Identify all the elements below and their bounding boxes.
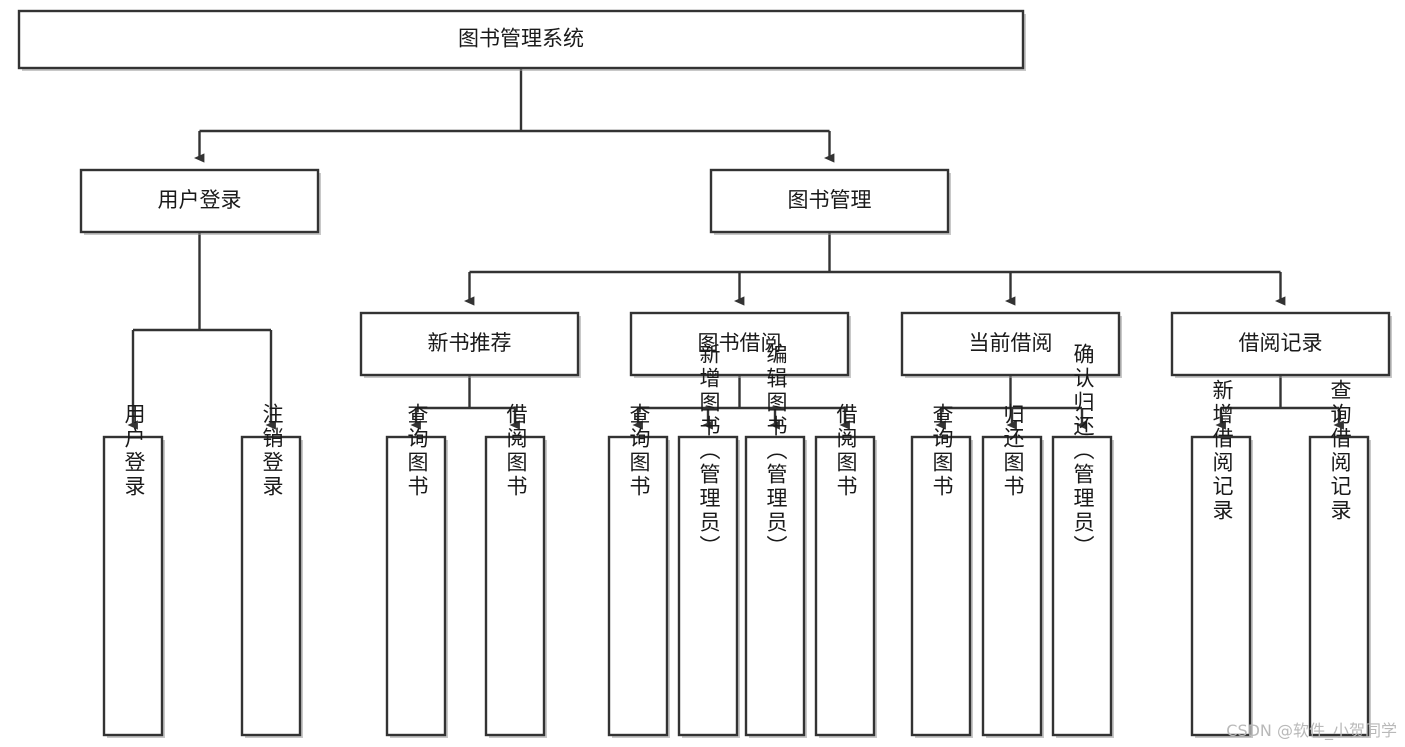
- node-user-login-login[interactable]: 用户登录: [102, 403, 165, 738]
- node-current-borrow[interactable]: 当前借阅: [900, 311, 1122, 378]
- node-rect[interactable]: [744, 435, 806, 737]
- node-label: 用户登录: [122, 403, 146, 499]
- watermark-text: CSDN @软件_小贺同学: [1226, 721, 1397, 740]
- node-rect[interactable]: [814, 435, 876, 737]
- node-label: 新增图书（管理员）: [697, 343, 721, 559]
- node-record-add-record[interactable]: 新增借阅记录: [1190, 379, 1253, 738]
- node-label: 借阅记录: [1239, 331, 1323, 355]
- node-book-borrow[interactable]: 图书借阅: [629, 311, 851, 378]
- node-label: 查询图书: [627, 403, 651, 499]
- node-recommend-borrow-book[interactable]: 借阅图书: [484, 403, 547, 738]
- node-rect[interactable]: [385, 435, 447, 737]
- node-borrow-edit-book[interactable]: 编辑图书（管理员）: [744, 343, 807, 738]
- node-rect[interactable]: [79, 168, 320, 234]
- node-user-login[interactable]: 用户登录: [79, 168, 321, 235]
- node-rect[interactable]: [981, 435, 1043, 737]
- edge-layer: [127, 68, 1344, 430]
- node-borrow-query-book[interactable]: 查询图书: [607, 403, 670, 738]
- node-rect[interactable]: [1170, 311, 1391, 377]
- node-rect[interactable]: [484, 435, 546, 737]
- node-label: 新书推荐: [428, 331, 512, 355]
- node-new-book-recommend[interactable]: 新书推荐: [359, 311, 581, 378]
- node-label: 新增借阅记录: [1210, 379, 1234, 523]
- node-book-management[interactable]: 图书管理: [709, 168, 951, 235]
- node-user-login-logout[interactable]: 注销登录: [240, 403, 303, 738]
- node-label: 注销登录: [260, 403, 284, 499]
- node-label: 查询图书: [930, 403, 954, 499]
- node-label: 借阅图书: [834, 403, 858, 499]
- node-recommend-query-book[interactable]: 查询图书: [385, 403, 448, 738]
- node-current-confirm-return[interactable]: 确认归还（管理员）: [1051, 343, 1114, 738]
- node-rect[interactable]: [709, 168, 950, 234]
- node-rect[interactable]: [1051, 435, 1113, 737]
- node-label: 编辑图书（管理员）: [764, 343, 788, 559]
- node-layer: 图书管理系统用户登录图书管理用户登录注销登录新书推荐图书借阅当前借阅借阅记录查询…: [17, 9, 1392, 738]
- node-label: 查询借阅记录: [1328, 379, 1352, 523]
- node-label: 当前借阅: [969, 331, 1053, 355]
- node-rect[interactable]: [102, 435, 164, 737]
- node-rect[interactable]: [910, 435, 972, 737]
- node-rect[interactable]: [240, 435, 302, 737]
- node-borrow-record[interactable]: 借阅记录: [1170, 311, 1392, 378]
- node-label: 查询图书: [405, 403, 429, 499]
- node-root[interactable]: 图书管理系统: [17, 9, 1026, 71]
- node-rect[interactable]: [629, 311, 850, 377]
- node-label: 用户登录: [158, 188, 242, 212]
- node-label: 借阅图书: [504, 403, 528, 499]
- node-label: 归还图书: [1001, 403, 1025, 499]
- node-current-return-book[interactable]: 归还图书: [981, 403, 1044, 738]
- node-rect[interactable]: [607, 435, 669, 737]
- node-borrow-add-book[interactable]: 新增图书（管理员）: [677, 343, 740, 738]
- node-label: 图书借阅: [698, 331, 782, 355]
- node-label: 图书管理: [788, 188, 872, 212]
- node-rect[interactable]: [17, 9, 1025, 70]
- node-borrow-borrow-book[interactable]: 借阅图书: [814, 403, 877, 738]
- node-label: 确认归还（管理员）: [1071, 343, 1095, 559]
- node-rect[interactable]: [359, 311, 580, 377]
- node-rect[interactable]: [677, 435, 739, 737]
- node-rect[interactable]: [1308, 435, 1370, 737]
- node-label: 图书管理系统: [458, 27, 584, 51]
- node-current-query-book[interactable]: 查询图书: [910, 403, 973, 738]
- node-record-query-record[interactable]: 查询借阅记录: [1308, 379, 1371, 738]
- node-rect[interactable]: [1190, 435, 1252, 737]
- node-rect[interactable]: [900, 311, 1121, 377]
